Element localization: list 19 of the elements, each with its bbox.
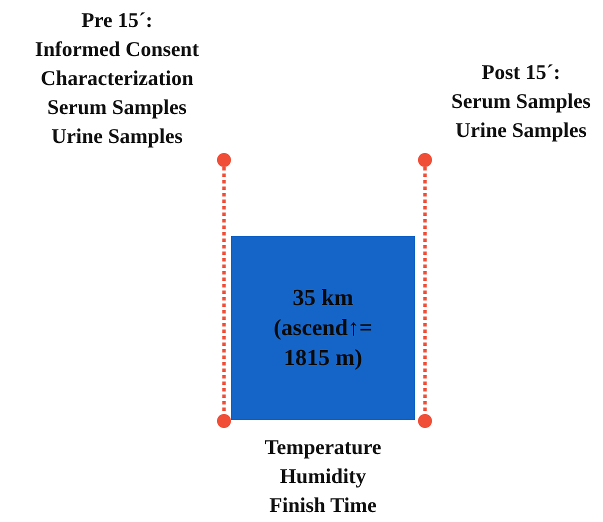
heading-text: Pre 15´:: [81, 8, 153, 32]
timeline-dot: [418, 414, 432, 428]
timeline-dot: [217, 153, 231, 167]
list-item: Temperature: [264, 435, 382, 459]
timeline-dot: [217, 414, 231, 428]
dotted-line: [423, 167, 427, 414]
list-item: Urine Samples: [455, 118, 587, 142]
distance-text: 35 km (ascend↑= 1815 m): [272, 284, 374, 372]
heading-text: Post 15´:: [482, 60, 560, 84]
list-item: Informed Consent: [35, 37, 199, 61]
list-item: Humidity: [280, 464, 366, 488]
dotted-line: [222, 167, 226, 414]
list-item: Serum Samples: [47, 95, 187, 119]
list-item: Serum Samples: [451, 89, 591, 113]
list-item: Finish Time: [269, 493, 377, 517]
timeline-dot: [418, 153, 432, 167]
list-item: Urine Samples: [51, 124, 183, 148]
distance-box: [231, 236, 415, 420]
list-item: Characterization: [40, 66, 194, 90]
